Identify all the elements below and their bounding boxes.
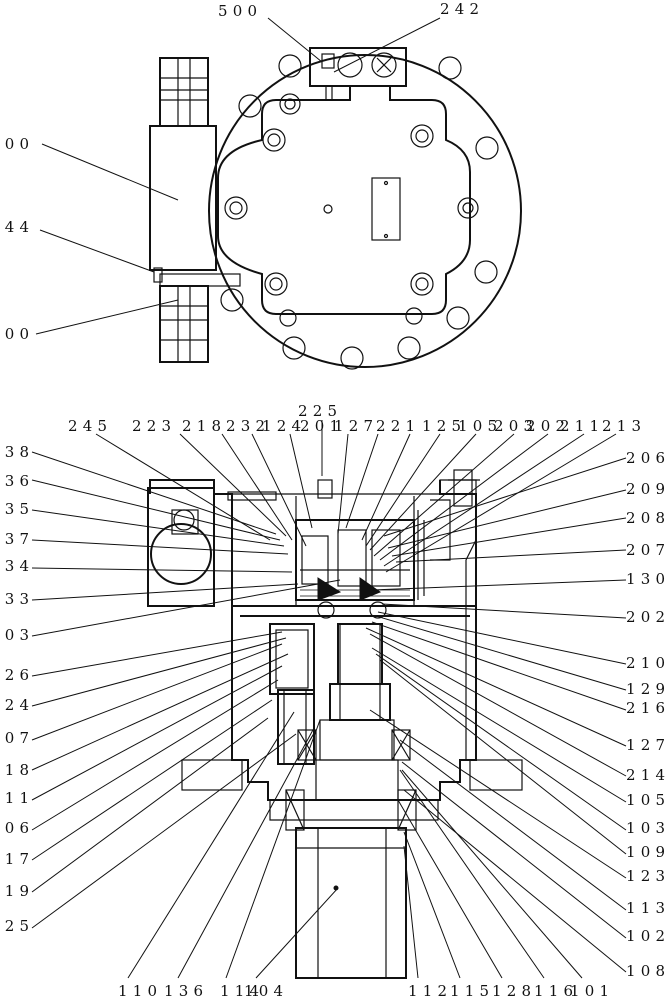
callout-115: 115	[450, 982, 494, 1000]
section-leaders	[31, 420, 627, 979]
callout-214: 214	[626, 766, 670, 784]
cover-bolts	[224, 93, 479, 327]
callout-119: 119	[0, 882, 34, 900]
callout-134: 134	[0, 557, 34, 575]
callout-216: 216	[626, 699, 670, 717]
callout-135: 135	[0, 500, 34, 518]
motor-cover-outline	[217, 85, 471, 315]
callout-202: 202	[626, 608, 670, 626]
callout-218: 218	[182, 417, 226, 435]
callout-136: 136	[0, 472, 34, 490]
callout-124: 124	[0, 696, 34, 714]
callout-209: 209	[626, 480, 670, 498]
callout-300: 300	[0, 135, 34, 153]
callout-137: 137	[0, 530, 34, 548]
callout-105: 105	[458, 417, 502, 435]
callout-130: 130	[626, 570, 670, 588]
callout-244: 244	[0, 218, 34, 236]
callout-210: 210	[626, 654, 670, 672]
callout-108: 108	[626, 962, 670, 980]
section-right-callouts: 206 209 208 207 130 202 210 129 216 127 …	[626, 449, 670, 980]
callout-207: 207	[626, 541, 670, 559]
callout-203: 203	[0, 626, 34, 644]
callout-201: 201	[300, 417, 344, 435]
callout-102: 102	[626, 927, 670, 945]
callout-125: 125	[422, 417, 466, 435]
section-left-callouts: 138 136 135 137 134 233 203 126 124 107 …	[0, 443, 34, 935]
callout-127: 127	[626, 736, 670, 754]
callout-136: 136	[164, 982, 208, 1000]
callout-104: 104	[244, 982, 288, 1000]
callout-109: 109	[626, 843, 670, 861]
top-view: 500 242 300 244 100	[0, 0, 522, 370]
callout-202: 202	[526, 417, 570, 435]
callout-112: 112	[408, 982, 452, 1000]
section-top-callouts: 245 223 218 232 124 225 201 127 221 125 …	[68, 402, 646, 435]
callout-113: 113	[626, 899, 670, 917]
callout-116: 116	[534, 982, 578, 1000]
callout-233: 233	[0, 590, 34, 608]
callout-101: 101	[570, 982, 614, 1000]
callout-225: 225	[298, 402, 342, 420]
callout-500: 500	[218, 2, 262, 20]
callout-208: 208	[626, 509, 670, 527]
callout-114: 114	[220, 982, 264, 1000]
callout-107: 107	[0, 729, 34, 747]
callout-111: 111	[0, 789, 34, 807]
callout-123: 123	[626, 867, 670, 885]
name-plate	[371, 177, 401, 241]
callout-118: 118	[0, 761, 34, 779]
callout-127: 127	[334, 417, 378, 435]
flange-bolt-holes	[220, 54, 499, 370]
callout-105: 105	[626, 791, 670, 809]
callout-117: 117	[0, 850, 34, 868]
callout-100: 100	[0, 325, 34, 343]
callout-110: 110	[118, 982, 162, 1000]
callout-245: 245	[68, 417, 112, 435]
flange-outline	[208, 54, 522, 368]
callout-128: 128	[492, 982, 536, 1000]
callout-138: 138	[0, 443, 34, 461]
callout-106: 106	[0, 819, 34, 837]
callout-223: 223	[132, 417, 176, 435]
callout-103: 103	[626, 819, 670, 837]
callout-125: 125	[0, 917, 34, 935]
section-bottom-callouts: 110 136 114 104 112 115 128 116 101	[118, 982, 614, 1000]
callout-124: 124	[262, 417, 306, 435]
callout-203: 203	[494, 417, 538, 435]
callout-211: 211	[560, 417, 604, 435]
section-view	[147, 469, 523, 979]
callout-232: 232	[226, 417, 270, 435]
callout-213: 213	[602, 417, 646, 435]
valve-block	[309, 47, 407, 87]
callout-129: 129	[626, 680, 670, 698]
solenoid-valve	[149, 57, 241, 363]
callout-126: 126	[0, 666, 34, 684]
top-leaders	[35, 17, 441, 335]
callout-242: 242	[440, 0, 484, 18]
callout-221: 221	[376, 417, 420, 435]
callout-206: 206	[626, 449, 670, 467]
